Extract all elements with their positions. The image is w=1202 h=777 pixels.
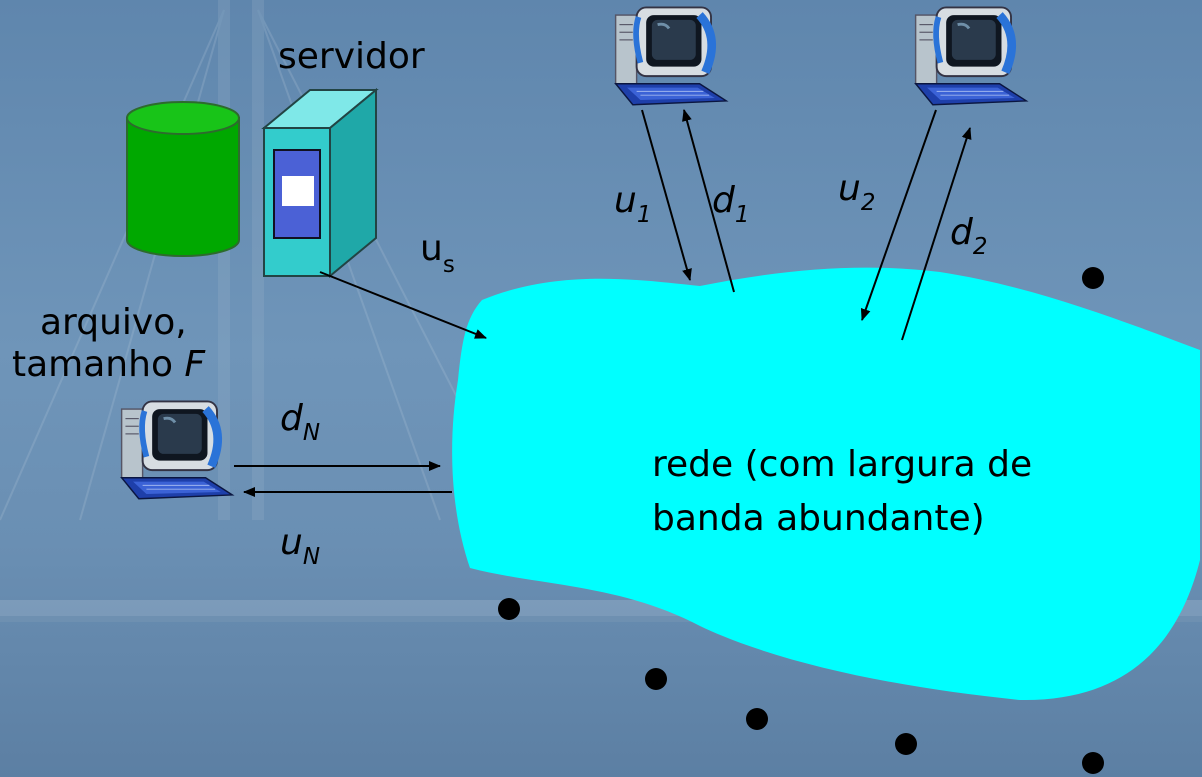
peer1-upload-arrow [641, 109, 692, 281]
desktop-computer-icon [916, 7, 1027, 104]
peer2-upload-arrow [860, 109, 937, 321]
peer1-download-arrow [682, 109, 735, 293]
server-upload-arrow [319, 271, 487, 339]
database-cylinder-icon [126, 101, 240, 257]
server-label: servidor [278, 36, 425, 77]
more-peers-dots [498, 267, 1104, 774]
peer1-upload-rate: u1 [614, 180, 651, 228]
peer2-download-rate: d2 [950, 212, 988, 260]
network-label-line2: banda abundante) [652, 498, 985, 539]
network-cloud [452, 267, 1200, 701]
file-label-line1: arquivo, [40, 302, 187, 343]
network-label-line1: rede (com largura de [652, 444, 1032, 485]
peerN-download-rate: dN [280, 398, 320, 446]
link-arrows [234, 109, 972, 497]
server-tower-icon [261, 87, 379, 279]
peerN-upload-rate: uN [280, 522, 320, 570]
file-label-line2: tamanho F [12, 344, 206, 385]
peer2-upload-rate: u2 [838, 168, 875, 216]
peer1-download-rate: d1 [712, 180, 750, 228]
peer2-download-arrow [901, 127, 972, 341]
server-upload-rate: us [420, 228, 455, 278]
desktop-computer-icon [616, 7, 727, 104]
desktop-computer-icon [122, 401, 233, 498]
